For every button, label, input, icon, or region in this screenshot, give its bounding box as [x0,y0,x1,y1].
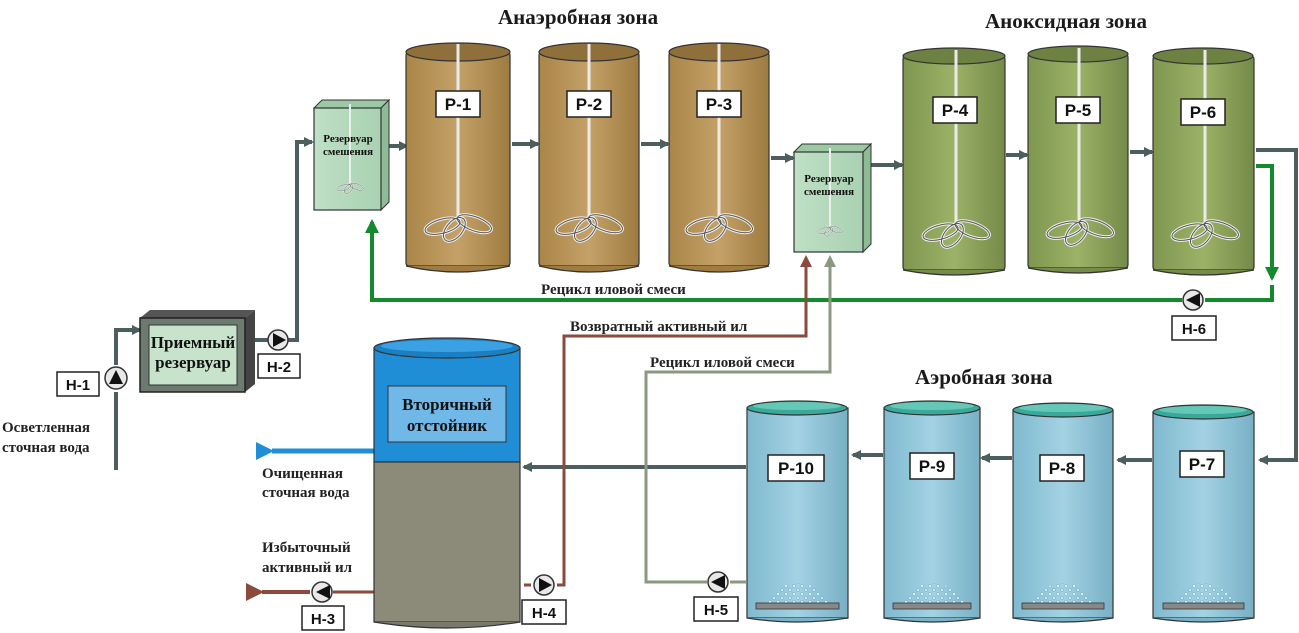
reactor-r4-label: Р-4 [942,101,969,120]
reactor-r2: Р-2 [538,42,640,273]
recycle-loop-green [365,164,1279,302]
reactor-r1: Р-1 [405,42,511,273]
zone-title-anoxic: Аноксидная зона [985,9,1148,33]
mixing-tank-2: Резервуар смешения [792,142,873,254]
receiving-tank-label-2: резервуар [155,353,231,372]
reactor-r3-label: Р-3 [706,95,732,114]
inlet-label-2: сточная вода [2,440,90,456]
reactor-r10: Р-10 [746,400,849,623]
receiving-tank-label-1: Приемный [151,333,236,352]
pump-h3: Н-3 [301,581,345,631]
zone-title-anaerobic: Анаэробная зона [498,5,659,29]
recycle-mid-label: Рецикл иловой смеси [650,355,795,371]
reactor-r7: Р-7 [1152,404,1255,623]
reactor-r7-label: Р-7 [1189,455,1215,474]
reactor-r4: Р-4 [902,47,1006,276]
reactor-r2-label: Р-2 [576,95,602,114]
reactor-r5: Р-5 [1027,45,1129,274]
pump-h6: Н-6 [1171,289,1217,341]
excess-sludge-label-1: Избыточный [262,540,351,556]
reactor-r6-label: Р-6 [1190,103,1216,122]
pump-h5-label: Н-5 [704,602,728,619]
receiving-tank: Приемный резервуар [139,310,255,393]
reactor-r3: Р-3 [668,42,770,273]
mixing-tank-2-label-1: Резервуар [804,173,853,185]
pump-h4-label: Н-4 [532,605,557,622]
mixing-tank-1: Резервуар смешения [312,98,391,212]
reactor-r6: Р-6 [1152,47,1255,276]
return-sludge-label: Возвратный активный ил [570,319,748,335]
reactor-r10-label: Р-10 [778,459,814,478]
pump-h5: Н-5 [693,571,739,622]
clarifier-label-1: Вторичный [402,395,492,414]
return-sludge-line [246,255,812,601]
treated-water-label-1: Очищенная [262,466,343,482]
reactor-r8: Р-8 [1012,402,1114,623]
pipes [114,137,1298,472]
pump-h3-label: Н-3 [311,611,335,628]
reactor-r8-label: Р-8 [1049,459,1075,478]
reactor-r9-label: Р-9 [919,457,945,476]
pump-h1: Н-1 [56,366,128,397]
mixing-tank-2-label-2: смешения [804,186,854,198]
recycle-line-gray [644,255,836,584]
reactor-r1-label: Р-1 [445,95,471,114]
treated-water-label-2: сточная вода [262,485,350,501]
pump-h2-label: Н-2 [267,359,291,376]
secondary-clarifier: Вторичный отстойник [373,337,521,629]
pump-h6-label: Н-6 [1182,321,1206,338]
clarifier-label-2: отстойник [407,416,487,435]
pump-h2: Н-2 [257,329,301,379]
inlet-label-1: Осветленная [2,420,90,436]
reactor-r9: Р-9 [883,400,981,623]
pump-h4: Н-4 [521,574,567,625]
zone-title-aerobic: Аэробная зона [915,365,1053,389]
mixing-tank-1-label-1: Резервуар [323,133,372,145]
reactor-r5-label: Р-5 [1065,101,1091,120]
mixing-tank-1-label-2: смешения [323,146,373,158]
pump-h1-label: Н-1 [66,377,90,394]
excess-sludge-label-2: активный ил [262,560,353,576]
recycle-top-label: Рецикл иловой смеси [541,282,686,298]
